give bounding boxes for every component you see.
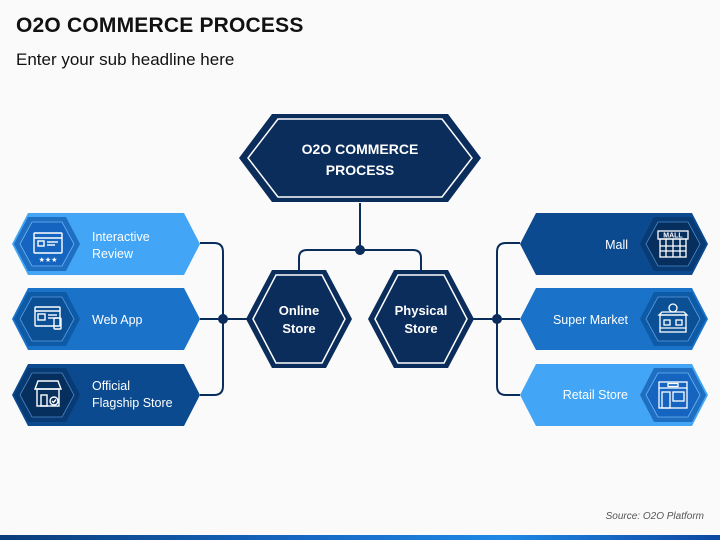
right-item-2-label: Super Market [553, 313, 629, 327]
physical-store-node: Physical Store [368, 270, 474, 368]
center-title-line2: PROCESS [326, 162, 394, 178]
svg-text:MALL: MALL [663, 233, 683, 240]
junction-dot-left [218, 314, 228, 324]
physical-store-line2: Store [404, 321, 437, 336]
super-market-icon [657, 303, 689, 333]
online-store-node: Online Store [246, 270, 352, 368]
left-item-web-app: Web App [12, 288, 200, 350]
right-item-retail-store: Retail Store [520, 364, 708, 426]
right-item-super-market: Super Market [520, 288, 708, 350]
bottom-accent-bar [0, 535, 720, 540]
left-item-3-line1: Official [92, 379, 130, 393]
left-item-flagship-store: Official Flagship Store [12, 364, 200, 426]
center-title-line1: O2O COMMERCE [302, 141, 419, 157]
left-item-2-line1: Web App [92, 313, 143, 327]
mall-icon: MALL [657, 230, 689, 258]
right-item-3-label: Retail Store [563, 388, 628, 402]
junction-dot-top [355, 245, 365, 255]
review-icon: ★★★ [33, 232, 63, 264]
center-node: O2O COMMERCE PROCESS [239, 114, 481, 202]
junction-dot-right [492, 314, 502, 324]
svg-text:★★★: ★★★ [39, 256, 58, 264]
physical-store-line1: Physical [395, 303, 448, 318]
page-title: O2O COMMERCE PROCESS [16, 14, 304, 37]
online-store-line1: Online [279, 303, 319, 318]
right-item-1-label: Mall [605, 238, 628, 252]
left-item-interactive-review: ★★★ Interactive Review [12, 213, 200, 275]
source-note: Source: O2O Platform [605, 511, 704, 522]
retail-store-icon [658, 381, 688, 409]
left-item-3-line2: Flagship Store [92, 396, 173, 410]
right-item-mall: MALL Mall [520, 213, 708, 275]
connector-lines [200, 203, 520, 396]
left-item-1-line1: Interactive [92, 230, 150, 244]
page-subtitle: Enter your sub headline here [16, 50, 235, 69]
left-item-1-line2: Review [92, 247, 134, 261]
web-app-icon [34, 306, 62, 330]
online-store-line2: Store [282, 321, 315, 336]
flagship-store-icon [33, 380, 63, 407]
